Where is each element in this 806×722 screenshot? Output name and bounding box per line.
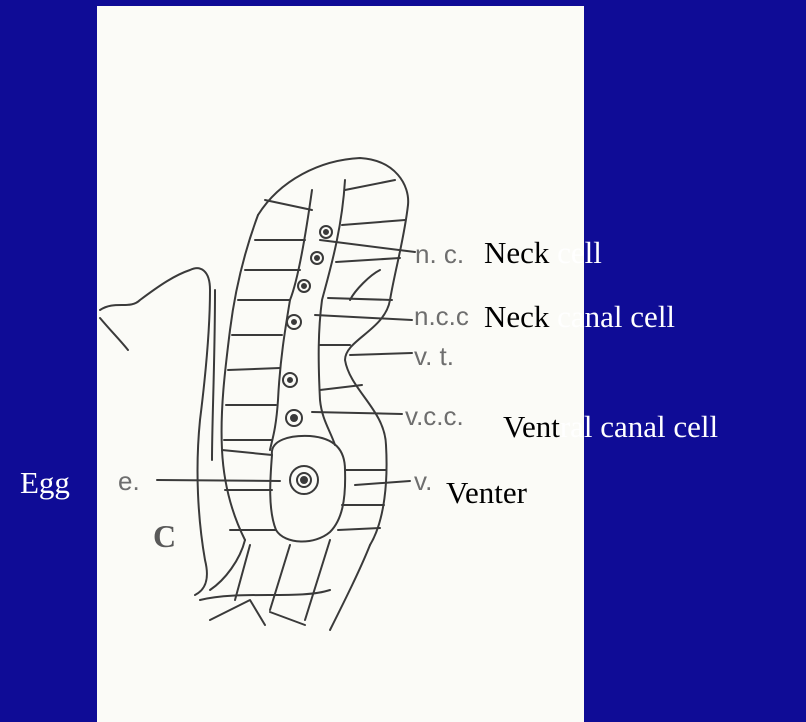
- egg-cell: [270, 436, 345, 542]
- abbr-nc: n. c.: [415, 241, 464, 267]
- label-ventral-canal-cell-part2: ral canal cell: [560, 409, 718, 444]
- label-venter: Venter: [446, 477, 527, 508]
- label-venter-text: Venter: [446, 475, 527, 510]
- outer-wall: [258, 158, 408, 545]
- label-neck-cell-part1: Neck: [484, 235, 557, 270]
- abbr-vcc: v.c.c.: [405, 403, 464, 429]
- abbr-ncc: n.c.c: [414, 303, 469, 329]
- label-neck-canal-cell-part2: canal cell: [557, 299, 675, 334]
- abbr-vt: v. t.: [414, 343, 454, 369]
- label-egg: Egg: [20, 467, 70, 498]
- label-neck-canal-cell: Neck canal cell: [484, 301, 675, 332]
- abbr-v: v.: [414, 468, 432, 494]
- label-neck-canal-cell-part1: Neck: [484, 299, 557, 334]
- label-ventral-canal-cell-part1: Vent: [503, 409, 560, 444]
- label-neck-cell: Neck cell: [484, 237, 602, 268]
- abbr-e: e.: [118, 468, 140, 494]
- figure-letter: C: [153, 520, 176, 552]
- label-neck-cell-part2: cell: [557, 235, 602, 270]
- left-wall: [222, 215, 258, 540]
- label-ventral-canal-cell: Ventral canal cell: [503, 411, 718, 442]
